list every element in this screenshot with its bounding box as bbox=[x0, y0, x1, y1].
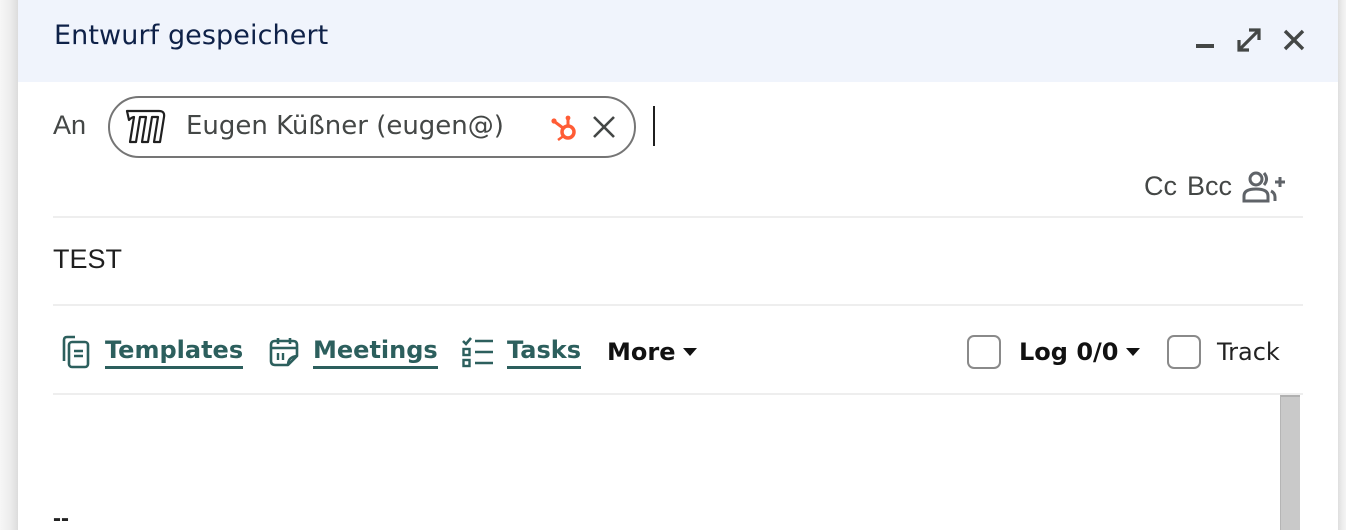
track-label: Track bbox=[1217, 338, 1280, 366]
bcc-button[interactable]: Bcc bbox=[1186, 170, 1232, 201]
company-m-logo-icon bbox=[125, 109, 166, 144]
chevron-down-icon[interactable] bbox=[1126, 348, 1141, 356]
to-field-row: An Eugen Küßner (eugen@) bbox=[53, 96, 1303, 158]
minimize-icon bbox=[1196, 44, 1214, 48]
subject-field[interactable]: TEST bbox=[53, 244, 123, 274]
expand-button[interactable] bbox=[1231, 22, 1267, 58]
crm-toolbar: Templates Meetings bbox=[53, 330, 1303, 374]
more-label: More bbox=[607, 338, 676, 366]
task-list-icon bbox=[461, 335, 495, 369]
log-checkbox[interactable] bbox=[967, 335, 1001, 369]
divider bbox=[53, 216, 1303, 218]
expand-icon bbox=[1237, 28, 1261, 52]
compose-window: Entwurf gespeichert An Eugen Küßner bbox=[18, 0, 1338, 530]
draft-status-title: Entwurf gespeichert bbox=[54, 20, 329, 51]
tasks-label: Tasks bbox=[507, 335, 582, 369]
body-scrollbar[interactable] bbox=[1280, 395, 1300, 530]
right-window-shadow bbox=[1338, 0, 1346, 530]
templates-button[interactable]: Templates bbox=[59, 330, 244, 374]
log-control: Log 0/0 bbox=[967, 330, 1141, 374]
tasks-button[interactable]: Tasks bbox=[461, 330, 582, 374]
close-icon bbox=[1283, 29, 1305, 51]
add-people-icon bbox=[1242, 171, 1285, 203]
recipient-input-cursor[interactable] bbox=[653, 106, 655, 146]
left-window-shadow bbox=[0, 0, 18, 530]
close-button[interactable] bbox=[1276, 22, 1312, 58]
minimize-button[interactable] bbox=[1187, 22, 1223, 58]
add-recipients-button[interactable] bbox=[1242, 168, 1288, 204]
close-icon bbox=[593, 116, 615, 138]
meetings-button[interactable]: Meetings bbox=[267, 330, 438, 374]
recipient-chip[interactable]: Eugen Küßner (eugen@) bbox=[108, 96, 636, 158]
divider bbox=[53, 304, 1303, 306]
templates-icon bbox=[59, 335, 93, 369]
log-label[interactable]: Log 0/0 bbox=[1019, 338, 1119, 366]
to-label: An bbox=[53, 110, 87, 140]
meetings-label: Meetings bbox=[313, 335, 438, 369]
calendar-icon bbox=[267, 335, 301, 369]
title-bar[interactable]: Entwurf gespeichert bbox=[18, 0, 1338, 82]
track-checkbox[interactable] bbox=[1167, 335, 1201, 369]
hubspot-icon[interactable] bbox=[550, 114, 580, 142]
message-body-editor[interactable]: -- bbox=[53, 395, 1283, 530]
cc-button[interactable]: Cc bbox=[1143, 170, 1177, 201]
recipient-name: Eugen Küßner (eugen@) bbox=[186, 111, 504, 141]
templates-label: Templates bbox=[105, 335, 244, 369]
cc-bcc-row: Cc Bcc bbox=[1144, 166, 1288, 206]
more-dropdown[interactable]: More bbox=[607, 330, 698, 374]
remove-recipient-button[interactable] bbox=[589, 112, 619, 142]
divider bbox=[53, 393, 1303, 395]
signature-separator: -- bbox=[53, 505, 69, 530]
track-control: Track bbox=[1167, 330, 1280, 374]
chevron-down-icon bbox=[683, 348, 698, 356]
